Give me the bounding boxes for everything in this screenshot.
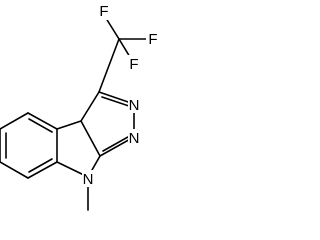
atom-label-f-right: F [148, 31, 157, 48]
atom-label-n-triazole-upper: N [129, 97, 140, 114]
bond-c8-c8a-double [28, 158, 53, 173]
bond-c3-cf3 [98, 38, 120, 93]
atom-label-n-methyl: N [83, 171, 94, 188]
bond-c9a-n4 [80, 120, 101, 157]
bond-c4a-c5 [27, 112, 58, 130]
bond-c8-c8a [27, 161, 58, 179]
atom-label-f-bottom: F [129, 56, 138, 73]
atom-label-f-top: F [99, 3, 108, 20]
bond-c4a-c5-double [28, 118, 53, 133]
bond-n4-c3 [80, 91, 100, 122]
bond-c3-n2-double [101, 96, 130, 107]
bond-n4-c4a [56, 120, 82, 130]
bond-c7-c8 [0, 161, 29, 179]
bond-n1-c9a-double [102, 136, 129, 152]
bond-c5-c6 [0, 112, 29, 130]
molecule-structure-diagram: F F F N N N [0, 3, 159, 211]
atom-label-n-triazole-lower: N [129, 130, 140, 147]
